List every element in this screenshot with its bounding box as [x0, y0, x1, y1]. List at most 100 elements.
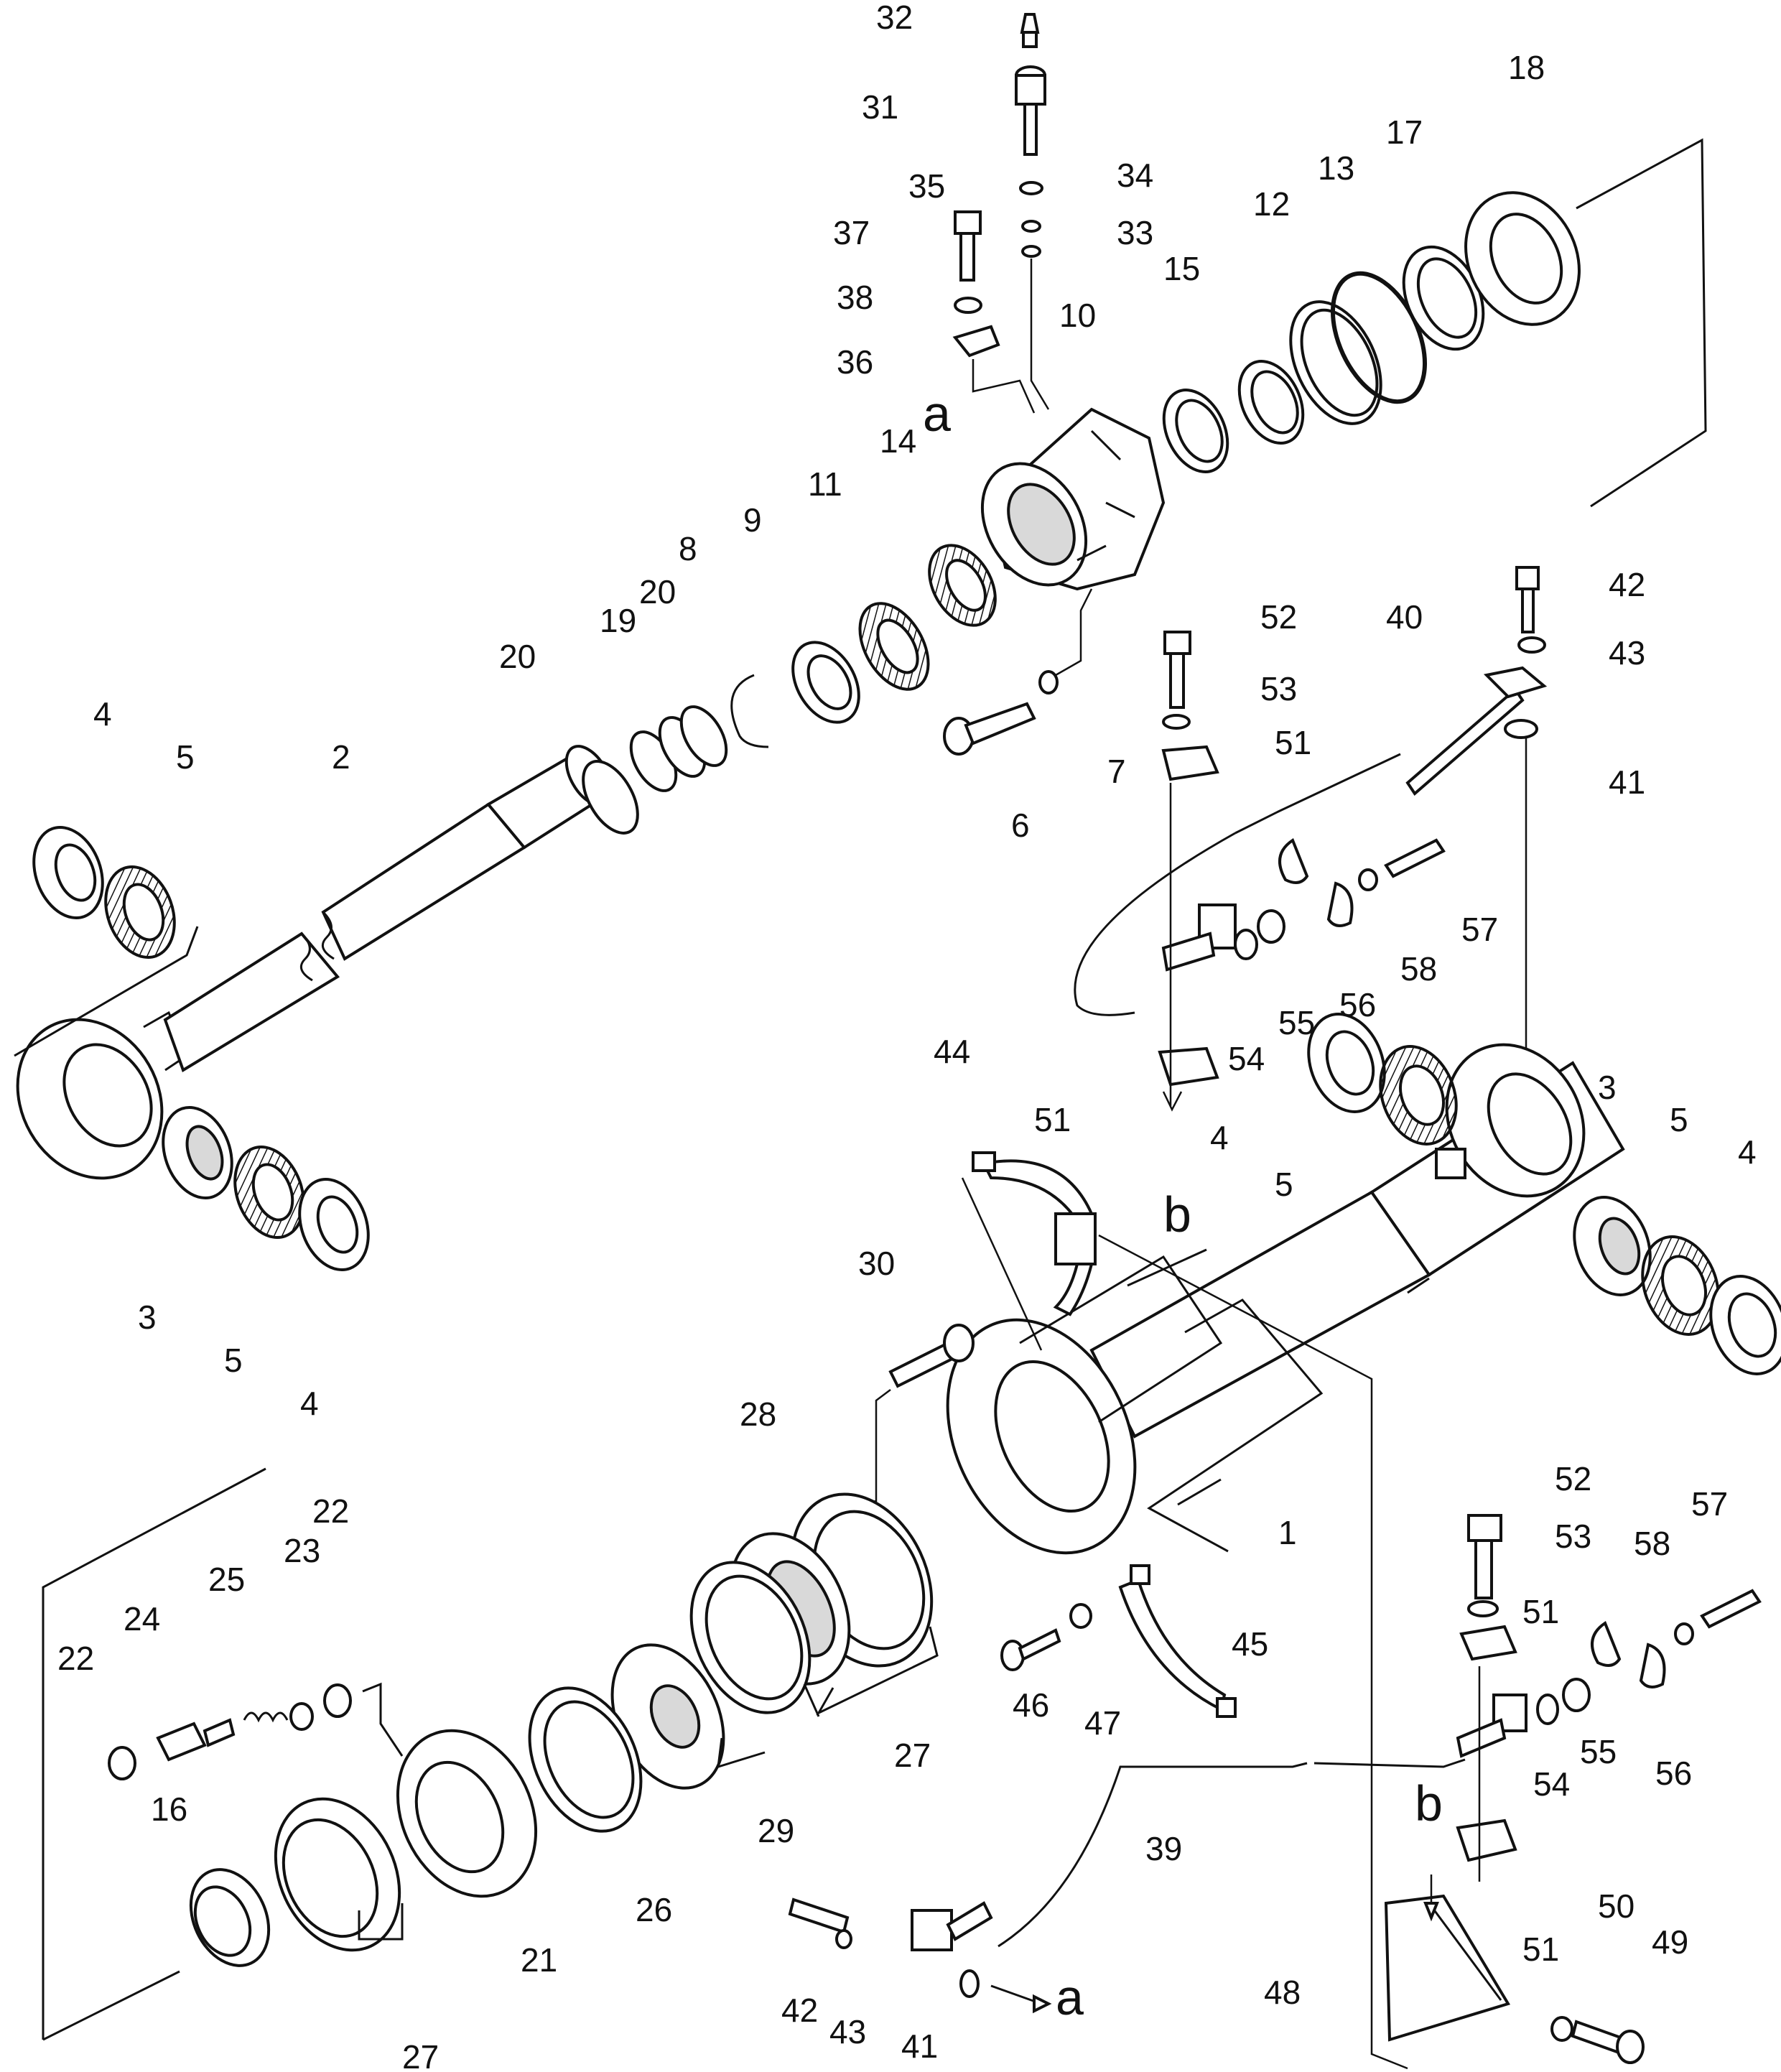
- callout-43: 43: [829, 2013, 866, 2050]
- callout-52: 52: [1555, 1460, 1591, 1497]
- callout-27: 27: [894, 1737, 931, 1774]
- callout-49: 49: [1652, 1923, 1688, 1961]
- callout-30: 30: [858, 1245, 895, 1282]
- hose-clamp-lower: [1384, 1514, 1762, 2064]
- callout-5: 5: [1275, 1166, 1293, 1203]
- reference-letter-a: a: [923, 386, 951, 442]
- callout-17: 17: [1386, 113, 1423, 151]
- callout-51: 51: [1275, 724, 1311, 761]
- bolt-6-washer-7: [943, 588, 1093, 756]
- bushing-right: [1307, 1013, 1781, 1375]
- callout-54: 54: [1533, 1765, 1570, 1803]
- callout-36: 36: [837, 343, 873, 381]
- callout-29: 29: [758, 1812, 794, 1849]
- callout-3: 3: [1598, 1069, 1617, 1106]
- callout-1: 1: [1278, 1514, 1297, 1551]
- piston-rod-assembly: [14, 745, 639, 1180]
- callout-19: 19: [600, 602, 636, 639]
- callout-4: 4: [1210, 1119, 1229, 1156]
- callout-47: 47: [1084, 1704, 1121, 1742]
- callout-42: 42: [1609, 566, 1645, 603]
- reference-letter-b: b: [1163, 1186, 1191, 1242]
- callout-46: 46: [1013, 1686, 1049, 1724]
- callout-24: 24: [124, 1600, 160, 1637]
- callout-56: 56: [1339, 986, 1376, 1023]
- callout-12: 12: [1253, 185, 1290, 223]
- callout-44: 44: [934, 1033, 970, 1070]
- callout-15: 15: [1163, 250, 1200, 287]
- callout-6: 6: [1011, 807, 1030, 844]
- bolt-30: [857, 1324, 975, 1506]
- grease-fitting-group: [952, 13, 1050, 414]
- head-seals-right: [1162, 138, 1707, 508]
- callout-56: 56: [1655, 1755, 1692, 1792]
- callout-23: 23: [284, 1532, 320, 1569]
- callout-20: 20: [639, 573, 676, 610]
- callout-37: 37: [833, 214, 870, 251]
- callout-50: 50: [1598, 1887, 1634, 1925]
- reference-letter-b: b: [1415, 1775, 1443, 1831]
- callout-38: 38: [837, 279, 873, 316]
- callout-9: 9: [743, 501, 762, 539]
- callout-5: 5: [224, 1342, 243, 1379]
- callout-28: 28: [740, 1395, 776, 1433]
- callout-13: 13: [1318, 149, 1354, 187]
- callout-57: 57: [1691, 1485, 1728, 1523]
- band-clamp-44: [961, 1151, 1408, 2070]
- callout-55: 55: [1580, 1733, 1617, 1770]
- callout-21: 21: [521, 1941, 557, 1979]
- callout-42: 42: [781, 1992, 818, 2029]
- piston-assembly: [189, 1492, 939, 1967]
- callout-18: 18: [1508, 49, 1545, 86]
- callout-33: 33: [1117, 214, 1153, 251]
- callout-27: 27: [402, 2038, 439, 2072]
- callout-14: 14: [880, 422, 916, 460]
- hose-clamp-upper: [1074, 566, 1548, 1128]
- seal-rings-upper: [629, 544, 997, 792]
- callout-16: 16: [151, 1790, 187, 1828]
- callout-7: 7: [1107, 753, 1126, 790]
- callout-58: 58: [1400, 950, 1437, 988]
- letter-layer: a b b a: [923, 386, 1443, 2025]
- callout-11: 11: [808, 465, 842, 503]
- callout-52: 52: [1260, 598, 1297, 636]
- callout-3: 3: [138, 1299, 157, 1336]
- cylinder-head: [980, 407, 1166, 591]
- callout-5: 5: [176, 738, 195, 776]
- callout-5: 5: [1670, 1101, 1688, 1138]
- callout-26: 26: [636, 1891, 672, 1928]
- callout-51: 51: [1522, 1931, 1559, 1968]
- reference-letter-a: a: [1056, 1969, 1084, 2025]
- callout-48: 48: [1264, 1974, 1301, 2011]
- callout-34: 34: [1117, 157, 1153, 194]
- hose-39: [788, 1758, 1466, 2014]
- callout-55: 55: [1278, 1004, 1315, 1041]
- callout-4: 4: [300, 1385, 319, 1422]
- callout-32: 32: [876, 0, 913, 36]
- callout-40: 40: [1386, 598, 1423, 636]
- callout-4: 4: [1738, 1133, 1757, 1171]
- callout-31: 31: [862, 88, 898, 126]
- callout-53: 53: [1260, 670, 1297, 707]
- band-clamp-45: [1000, 1564, 1237, 1718]
- callout-43: 43: [1609, 634, 1645, 672]
- callout-51: 51: [1034, 1101, 1071, 1138]
- callout-57: 57: [1461, 911, 1498, 948]
- callout-22: 22: [312, 1492, 349, 1530]
- callout-41: 41: [1609, 763, 1645, 801]
- callout-51: 51: [1522, 1593, 1559, 1630]
- callout-58: 58: [1634, 1525, 1670, 1562]
- callout-41: 41: [901, 2027, 938, 2065]
- callout-39: 39: [1145, 1830, 1182, 1867]
- callout-4: 4: [93, 695, 112, 733]
- cylinder-tube: [946, 1043, 1625, 1555]
- callout-54: 54: [1228, 1040, 1265, 1077]
- callout-25: 25: [208, 1561, 245, 1598]
- callout-45: 45: [1232, 1625, 1268, 1663]
- callout-10: 10: [1059, 297, 1096, 334]
- bushing-left-bottom: [162, 1106, 370, 1271]
- callout-2: 2: [332, 738, 350, 776]
